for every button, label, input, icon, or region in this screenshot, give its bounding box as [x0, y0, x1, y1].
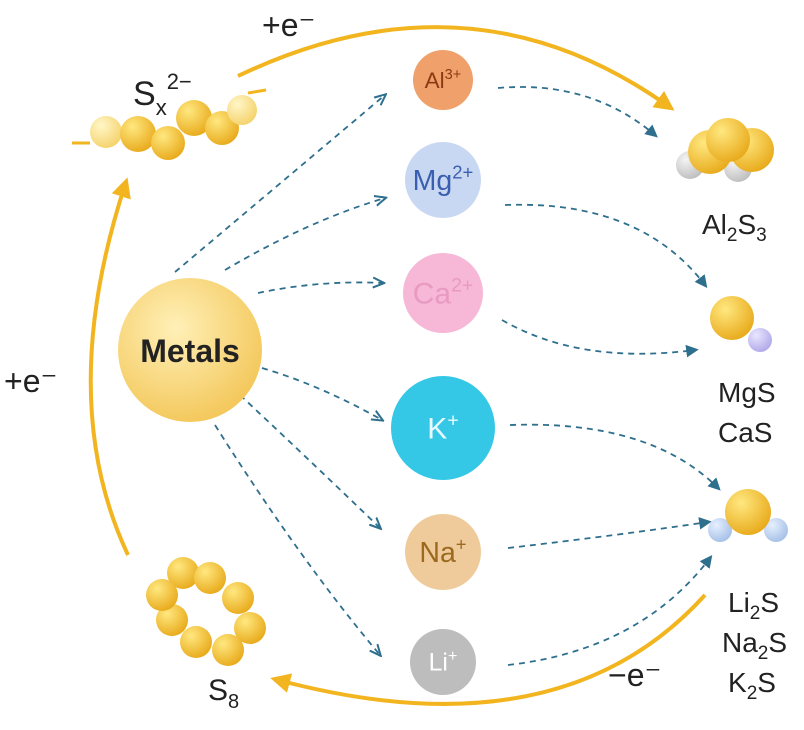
mgs-label: MgS	[718, 377, 776, 408]
reduction-cycle	[88, 25, 707, 706]
ion-label: Li+	[429, 647, 458, 677]
ion-label: K+	[427, 410, 458, 446]
ion-circle	[391, 376, 495, 480]
arrow-li-to-alkali	[507, 554, 713, 666]
ion-label: Al3+	[425, 67, 462, 93]
alkali-sulfide-product: Li2S Na2S K2S	[708, 489, 788, 704]
top-electron-label: +e⁻	[262, 7, 315, 43]
arrow-metals-to-ca	[257, 282, 383, 294]
k2s-label: K2S	[728, 667, 776, 704]
mgs-cas-product: MgS CaS	[710, 296, 776, 448]
arrow-al-to-al2s3	[497, 86, 658, 138]
ion-li: Li+	[410, 629, 476, 695]
ion-mg: Mg2+	[405, 142, 481, 218]
ion-label: Na+	[419, 534, 466, 569]
ion-label: Ca2+	[413, 275, 474, 311]
bottom-electron-label: −e⁻	[608, 657, 661, 693]
na2s-label: Na2S	[722, 627, 787, 664]
s8-molecule: S8	[146, 557, 266, 713]
li2s-label: Li2S	[728, 587, 779, 624]
ion-circle	[413, 50, 473, 110]
arrow-metals-to-al	[174, 95, 385, 273]
polysulfide-molecule: Sx2−	[72, 69, 267, 160]
arrow-ca-to-cas	[501, 319, 699, 358]
ion-circle	[410, 629, 476, 695]
metals-node: Metals	[118, 278, 262, 422]
arrow-metals-to-mg	[224, 198, 385, 271]
arrow-metals-to-na	[239, 394, 380, 528]
left-electron-label: +e⁻	[4, 363, 57, 399]
arrow-mg-to-mgs	[504, 203, 708, 289]
ion-al: Al3+	[413, 50, 473, 110]
ions: Al3+ Mg2+ Ca2+ K+ Na+ Li+	[391, 50, 495, 695]
al2s3-product: Al2S3	[676, 118, 774, 246]
al2s3-label: Al2S3	[702, 209, 767, 246]
arrow-metals-to-k	[261, 367, 382, 420]
arrow-k-to-alkali	[509, 423, 721, 491]
metal-to-ion-arrows	[174, 95, 385, 655]
ion-circle	[405, 142, 481, 218]
ion-ca: Ca2+	[403, 253, 483, 333]
polysulfide-label: Sx2−	[133, 69, 192, 120]
ion-to-product-arrows	[497, 86, 721, 666]
ion-label: Mg2+	[413, 162, 474, 197]
ion-circle	[405, 514, 481, 590]
arrow-na-to-alkali	[507, 517, 712, 549]
s8-label: S8	[208, 674, 239, 713]
ion-k: K+	[391, 376, 495, 480]
top-cycle-arrow	[237, 25, 675, 111]
cas-label: CaS	[718, 417, 772, 448]
ion-circle	[403, 253, 483, 333]
metals-label: Metals	[140, 333, 240, 369]
bottom-cycle-arrow	[270, 593, 707, 706]
ion-na: Na+	[405, 514, 481, 590]
left-cycle-arrow	[88, 177, 131, 556]
